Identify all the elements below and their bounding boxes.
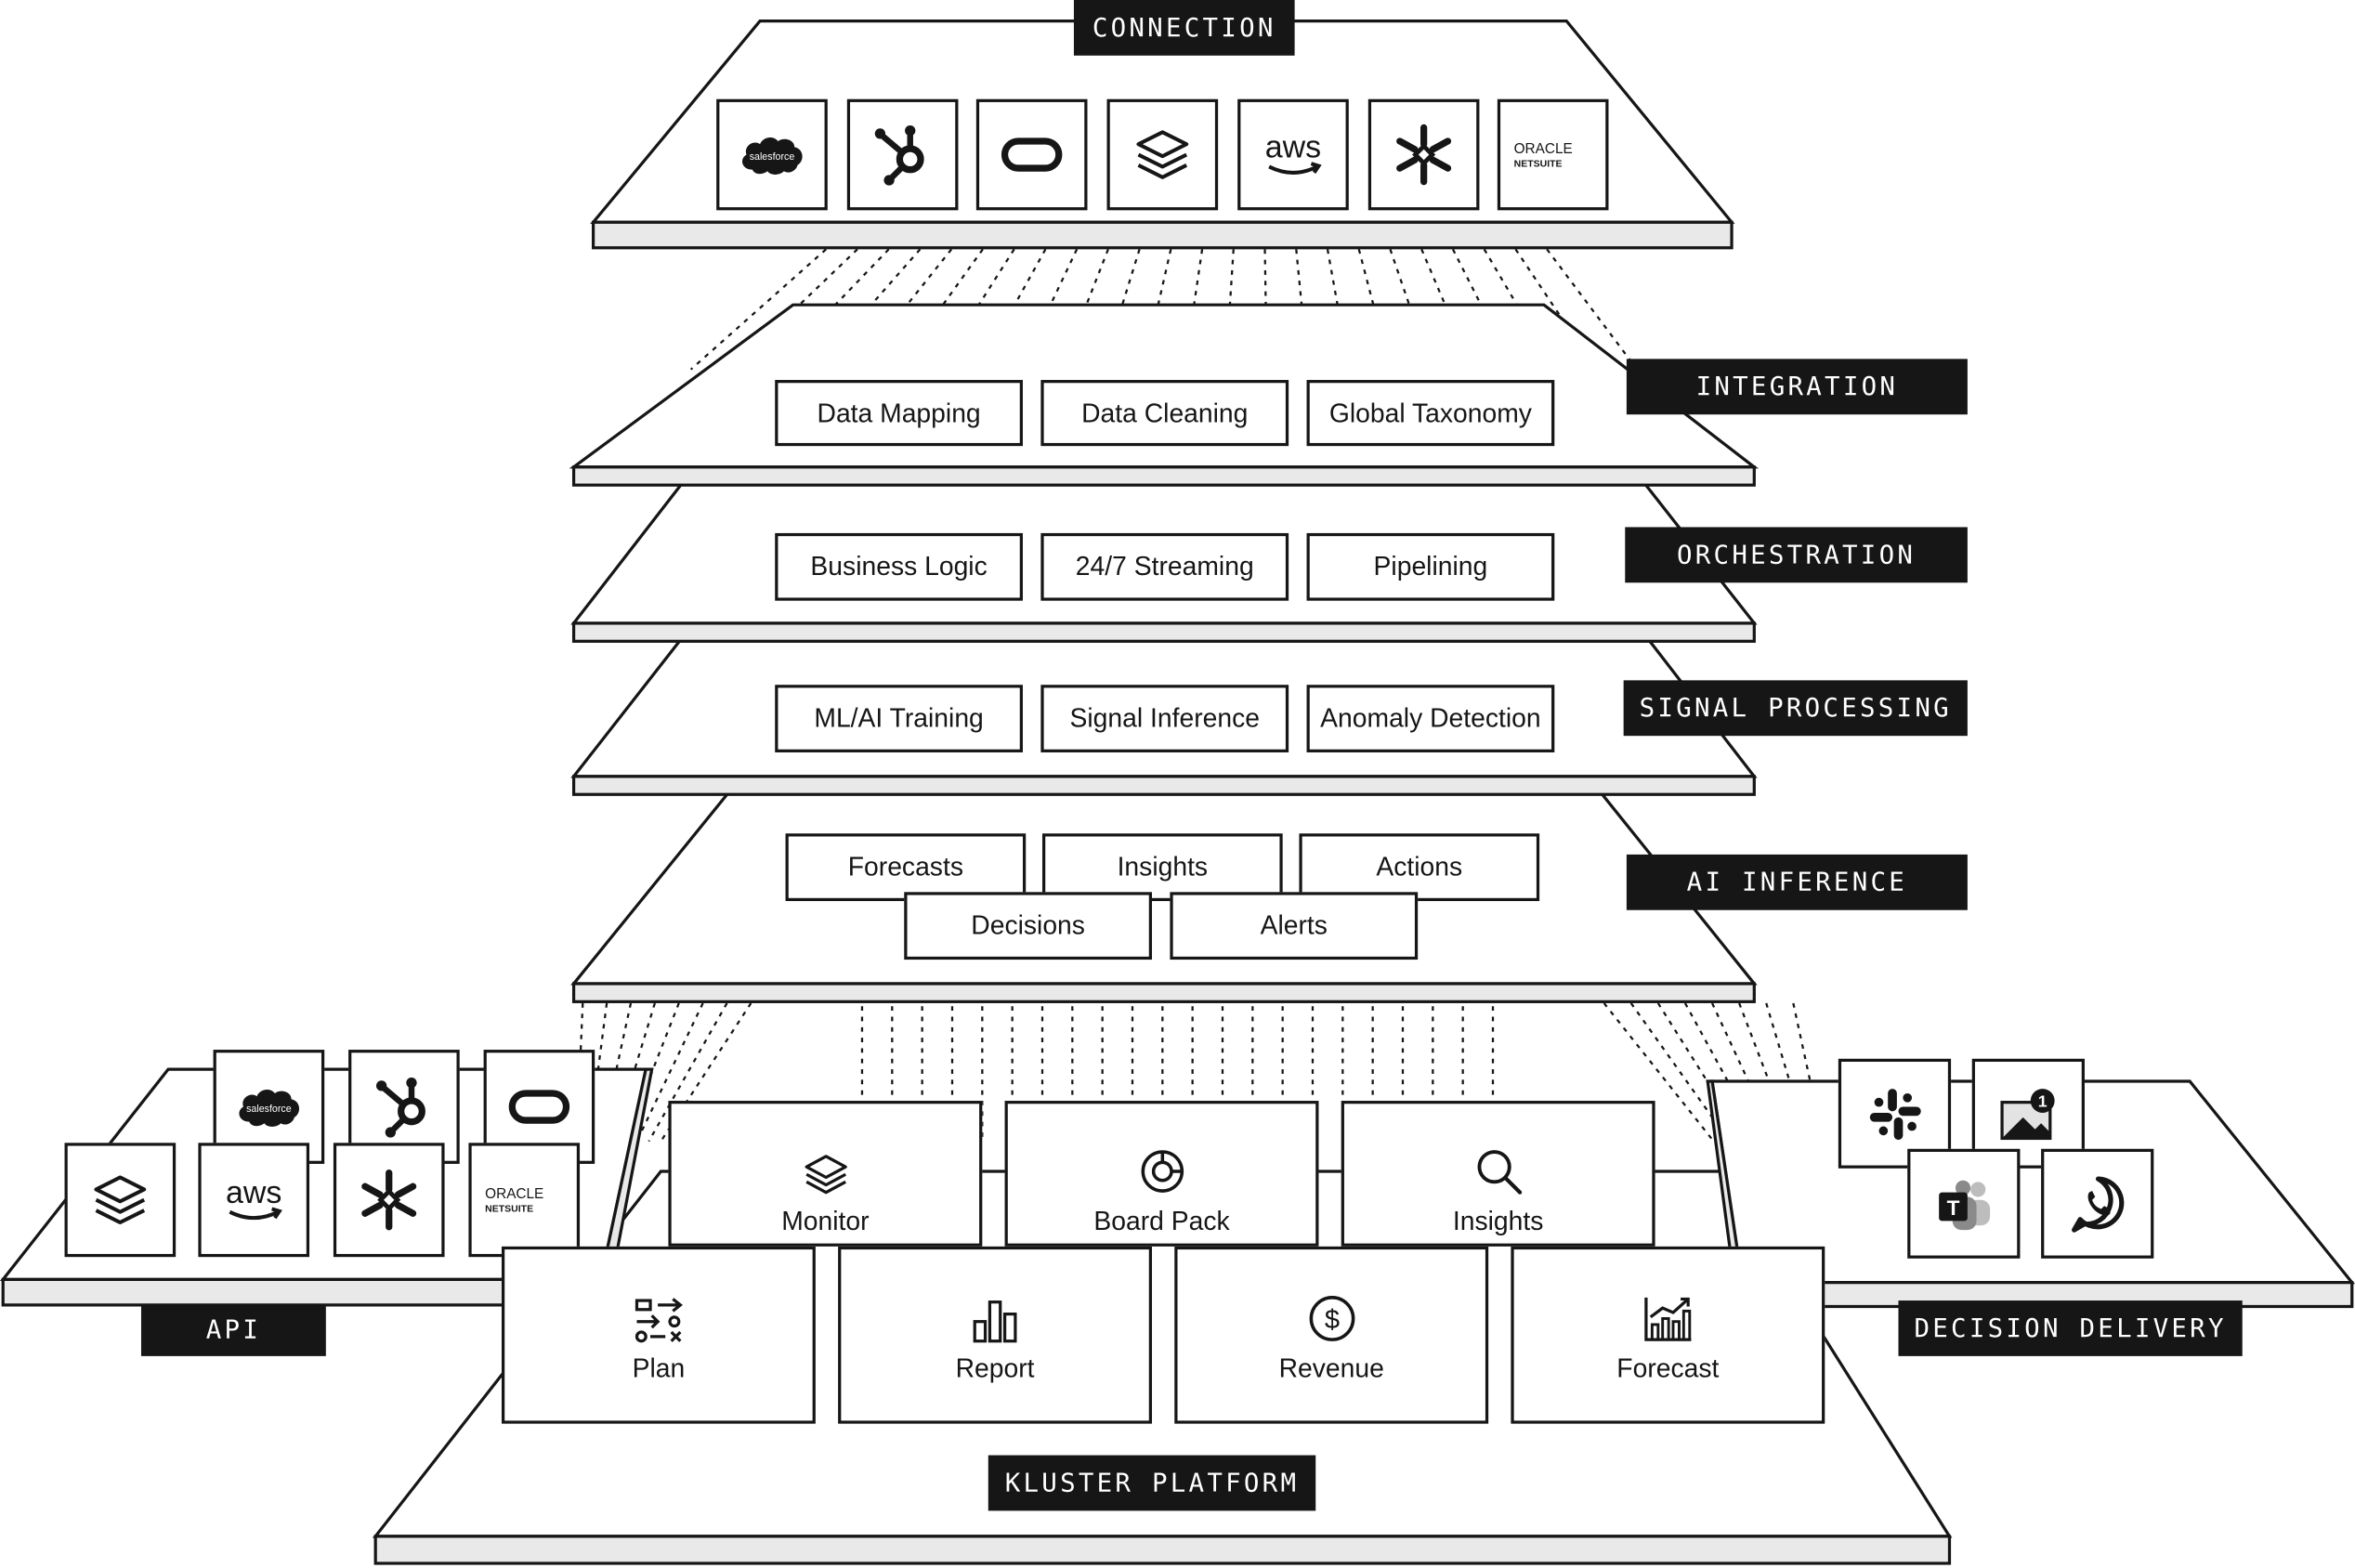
dotted-connector-line bbox=[611, 1002, 656, 1143]
svg-text:aws: aws bbox=[226, 1175, 281, 1210]
card-label: Insights bbox=[1452, 1206, 1544, 1236]
inference-item-actions: Actions bbox=[1299, 833, 1540, 902]
svg-text:$: $ bbox=[1324, 1305, 1339, 1335]
layer-label-api: API bbox=[140, 1304, 326, 1356]
layers-stack-icon bbox=[1136, 130, 1189, 179]
aws-connector: aws bbox=[1237, 98, 1349, 211]
platform-card-forecast[interactable]: Forecast bbox=[1511, 1246, 1825, 1424]
layer-label-signal-processing: SIGNAL PROCESSING bbox=[1623, 680, 1968, 737]
svg-text:NETSUITE: NETSUITE bbox=[1514, 158, 1563, 169]
snowflake-connector bbox=[1367, 98, 1480, 211]
dotted-connector-line bbox=[977, 248, 1047, 371]
layers-stack-icon bbox=[800, 1152, 851, 1197]
layers-stack-icon bbox=[94, 1175, 147, 1225]
oracle-netsuite-icon: ORACLE NETSUITE bbox=[1514, 141, 1573, 170]
svg-text:NETSUITE: NETSUITE bbox=[485, 1204, 533, 1215]
teams-icon: T bbox=[1938, 1179, 1990, 1230]
signal-item-signal-inference: Signal Inference bbox=[1040, 685, 1289, 752]
plan-flow-icon bbox=[632, 1296, 686, 1344]
svg-text:aws: aws bbox=[1265, 130, 1321, 165]
bar-chart-icon bbox=[970, 1296, 1021, 1344]
card-label: Board Pack bbox=[1093, 1206, 1230, 1236]
integration-item-global-taxonomy: Global Taxonomy bbox=[1306, 380, 1555, 447]
svg-text:1: 1 bbox=[2037, 1091, 2047, 1110]
hubspot-icon bbox=[874, 124, 924, 186]
netsuite-connector: ORACLE NETSUITE bbox=[1497, 98, 1609, 211]
oracle-connector bbox=[975, 98, 1088, 211]
layer-label-integration: INTEGRATION bbox=[1626, 359, 1968, 415]
signal-item-anomaly-detection: Anomaly Detection bbox=[1306, 685, 1555, 752]
donut-chart-icon bbox=[1136, 1146, 1187, 1197]
integration-item-data-cleaning: Data Cleaning bbox=[1040, 380, 1289, 447]
delivery-whatsapp-tile bbox=[2041, 1148, 2154, 1259]
hubspot-connector bbox=[846, 98, 959, 211]
api-netsuite-tile: ORACLE NETSUITE bbox=[468, 1143, 581, 1258]
orchestration-item-business-logic: Business Logic bbox=[775, 532, 1023, 601]
delivery-email-tile: 1 bbox=[1971, 1058, 2085, 1169]
inference-item-insights: Insights bbox=[1041, 833, 1283, 902]
api-snowflake-tile bbox=[333, 1143, 445, 1258]
hubspot-icon bbox=[375, 1077, 425, 1138]
api-aws-tile: aws bbox=[198, 1143, 310, 1258]
card-label: Monitor bbox=[781, 1206, 870, 1236]
svg-text:T: T bbox=[1946, 1196, 1959, 1219]
platform-card-board-pack[interactable]: Board Pack bbox=[1004, 1101, 1319, 1247]
svg-text:salesforce: salesforce bbox=[750, 151, 795, 163]
aws-icon: aws bbox=[1265, 130, 1322, 175]
dotted-connector-line bbox=[1656, 1002, 1751, 1150]
salesforce-icon: salesforce bbox=[239, 1089, 300, 1127]
oracle-icon bbox=[508, 1090, 570, 1124]
delivery-teams-tile: T bbox=[1907, 1148, 2021, 1259]
layer-label-connection: CONNECTION bbox=[1073, 0, 1295, 56]
snowflake-icon bbox=[1396, 124, 1452, 186]
api-stack-tile bbox=[64, 1143, 177, 1258]
platform-card-report[interactable]: Report bbox=[838, 1246, 1153, 1424]
layer-label-platform: KLUSTER PLATFORM bbox=[988, 1455, 1316, 1511]
card-label: Revenue bbox=[1278, 1352, 1384, 1383]
magnifier-icon bbox=[1472, 1146, 1524, 1197]
trend-chart-icon bbox=[1641, 1293, 1694, 1344]
inference-item-decisions: Decisions bbox=[904, 892, 1153, 960]
aws-icon: aws bbox=[226, 1175, 282, 1221]
stack-connector bbox=[1106, 98, 1219, 211]
orchestration-item-pipelining: Pipelining bbox=[1306, 532, 1555, 601]
inference-item-forecasts: Forecasts bbox=[785, 833, 1027, 902]
inference-item-alerts: Alerts bbox=[1170, 892, 1419, 960]
signal-item-ml-ai-training: ML/AI Training bbox=[775, 685, 1023, 752]
card-label: Report bbox=[955, 1352, 1035, 1383]
card-label: Plan bbox=[632, 1352, 686, 1383]
svg-text:ORACLE: ORACLE bbox=[485, 1186, 543, 1202]
integration-item-data-mapping: Data Mapping bbox=[775, 380, 1023, 447]
dotted-connector-line bbox=[1546, 248, 1639, 371]
svg-text:salesforce: salesforce bbox=[246, 1104, 292, 1115]
layer-label-orchestration: ORCHESTRATION bbox=[1625, 527, 1968, 583]
dotted-connector-line bbox=[635, 1002, 704, 1143]
svg-text:ORACLE: ORACLE bbox=[1514, 141, 1573, 157]
salesforce-icon: salesforce bbox=[742, 137, 803, 175]
layer-label-decision-delivery: DECISION DELIVERY bbox=[1898, 1300, 2243, 1356]
email-notification-icon: 1 bbox=[1999, 1088, 2054, 1140]
oracle-icon bbox=[1001, 137, 1063, 172]
platform-card-revenue[interactable]: $ Revenue bbox=[1174, 1246, 1489, 1424]
dotted-connector-line bbox=[1792, 1002, 1826, 1150]
platform-card-insights[interactable]: Insights bbox=[1341, 1101, 1655, 1247]
dotted-connector-line bbox=[1514, 248, 1597, 371]
dotted-connector-line bbox=[689, 248, 827, 371]
slack-icon bbox=[1868, 1088, 1920, 1140]
platform-card-monitor[interactable]: Monitor bbox=[668, 1101, 983, 1247]
snowflake-icon bbox=[361, 1169, 417, 1231]
oracle-netsuite-icon: ORACLE NETSUITE bbox=[485, 1186, 543, 1215]
card-label: Forecast bbox=[1616, 1352, 1720, 1383]
dollar-circle-icon: $ bbox=[1306, 1293, 1357, 1344]
orchestration-item-streaming: 24/7 Streaming bbox=[1040, 532, 1289, 601]
whatsapp-icon bbox=[2071, 1175, 2124, 1232]
platform-card-plan[interactable]: Plan bbox=[501, 1246, 816, 1424]
salesforce-connector: salesforce bbox=[716, 98, 828, 211]
layer-label-ai-inference: AI INFERENCE bbox=[1626, 854, 1968, 910]
dotted-connector-line bbox=[575, 1002, 584, 1142]
